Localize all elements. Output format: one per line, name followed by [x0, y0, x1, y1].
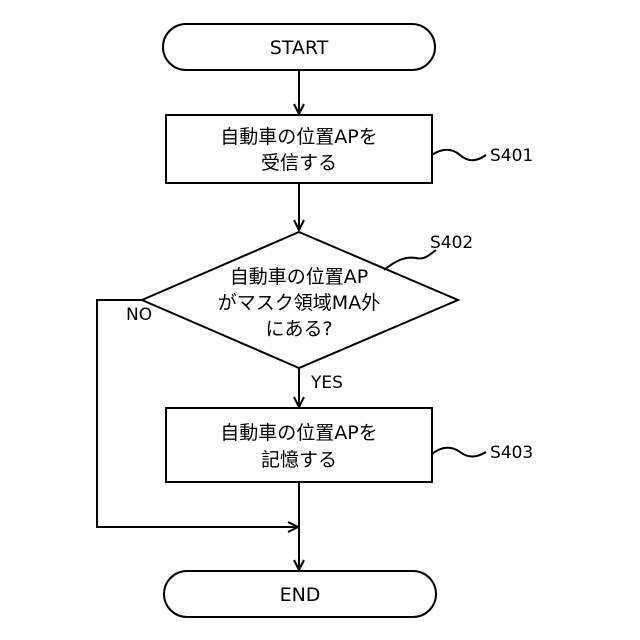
start-label: START [270, 37, 329, 59]
yes-branch-label: YES [310, 373, 343, 393]
s402-leader-line [384, 250, 436, 270]
process-receive-position: 自動車の位置APを 受信する [166, 115, 432, 183]
step-ref-s403: S403 [490, 443, 533, 463]
start-node: START [163, 24, 435, 70]
no-branch-label: NO [126, 305, 152, 325]
s401-text-line2: 受信する [261, 152, 337, 174]
s401-text-line1: 自動車の位置APを [220, 126, 377, 148]
end-node: END [164, 571, 436, 617]
process-store-position: 自動車の位置APを 記憶する [166, 408, 432, 482]
s401-leader-line [432, 150, 486, 161]
s403-text-line2: 記憶する [261, 449, 337, 471]
decision-text-line2: がマスク領域MA外 [218, 292, 380, 314]
s403-leader-line [432, 448, 486, 457]
step-ref-s401: S401 [490, 146, 533, 166]
decision-text-line3: にある? [265, 318, 332, 340]
step-ref-s402: S402 [430, 233, 473, 253]
end-label: END [280, 584, 321, 606]
decision-text-line1: 自動車の位置AP [230, 266, 368, 288]
decision-outside-mask-area: 自動車の位置AP がマスク領域MA外 にある? [142, 232, 458, 368]
s403-text-line1: 自動車の位置APを [220, 422, 377, 444]
